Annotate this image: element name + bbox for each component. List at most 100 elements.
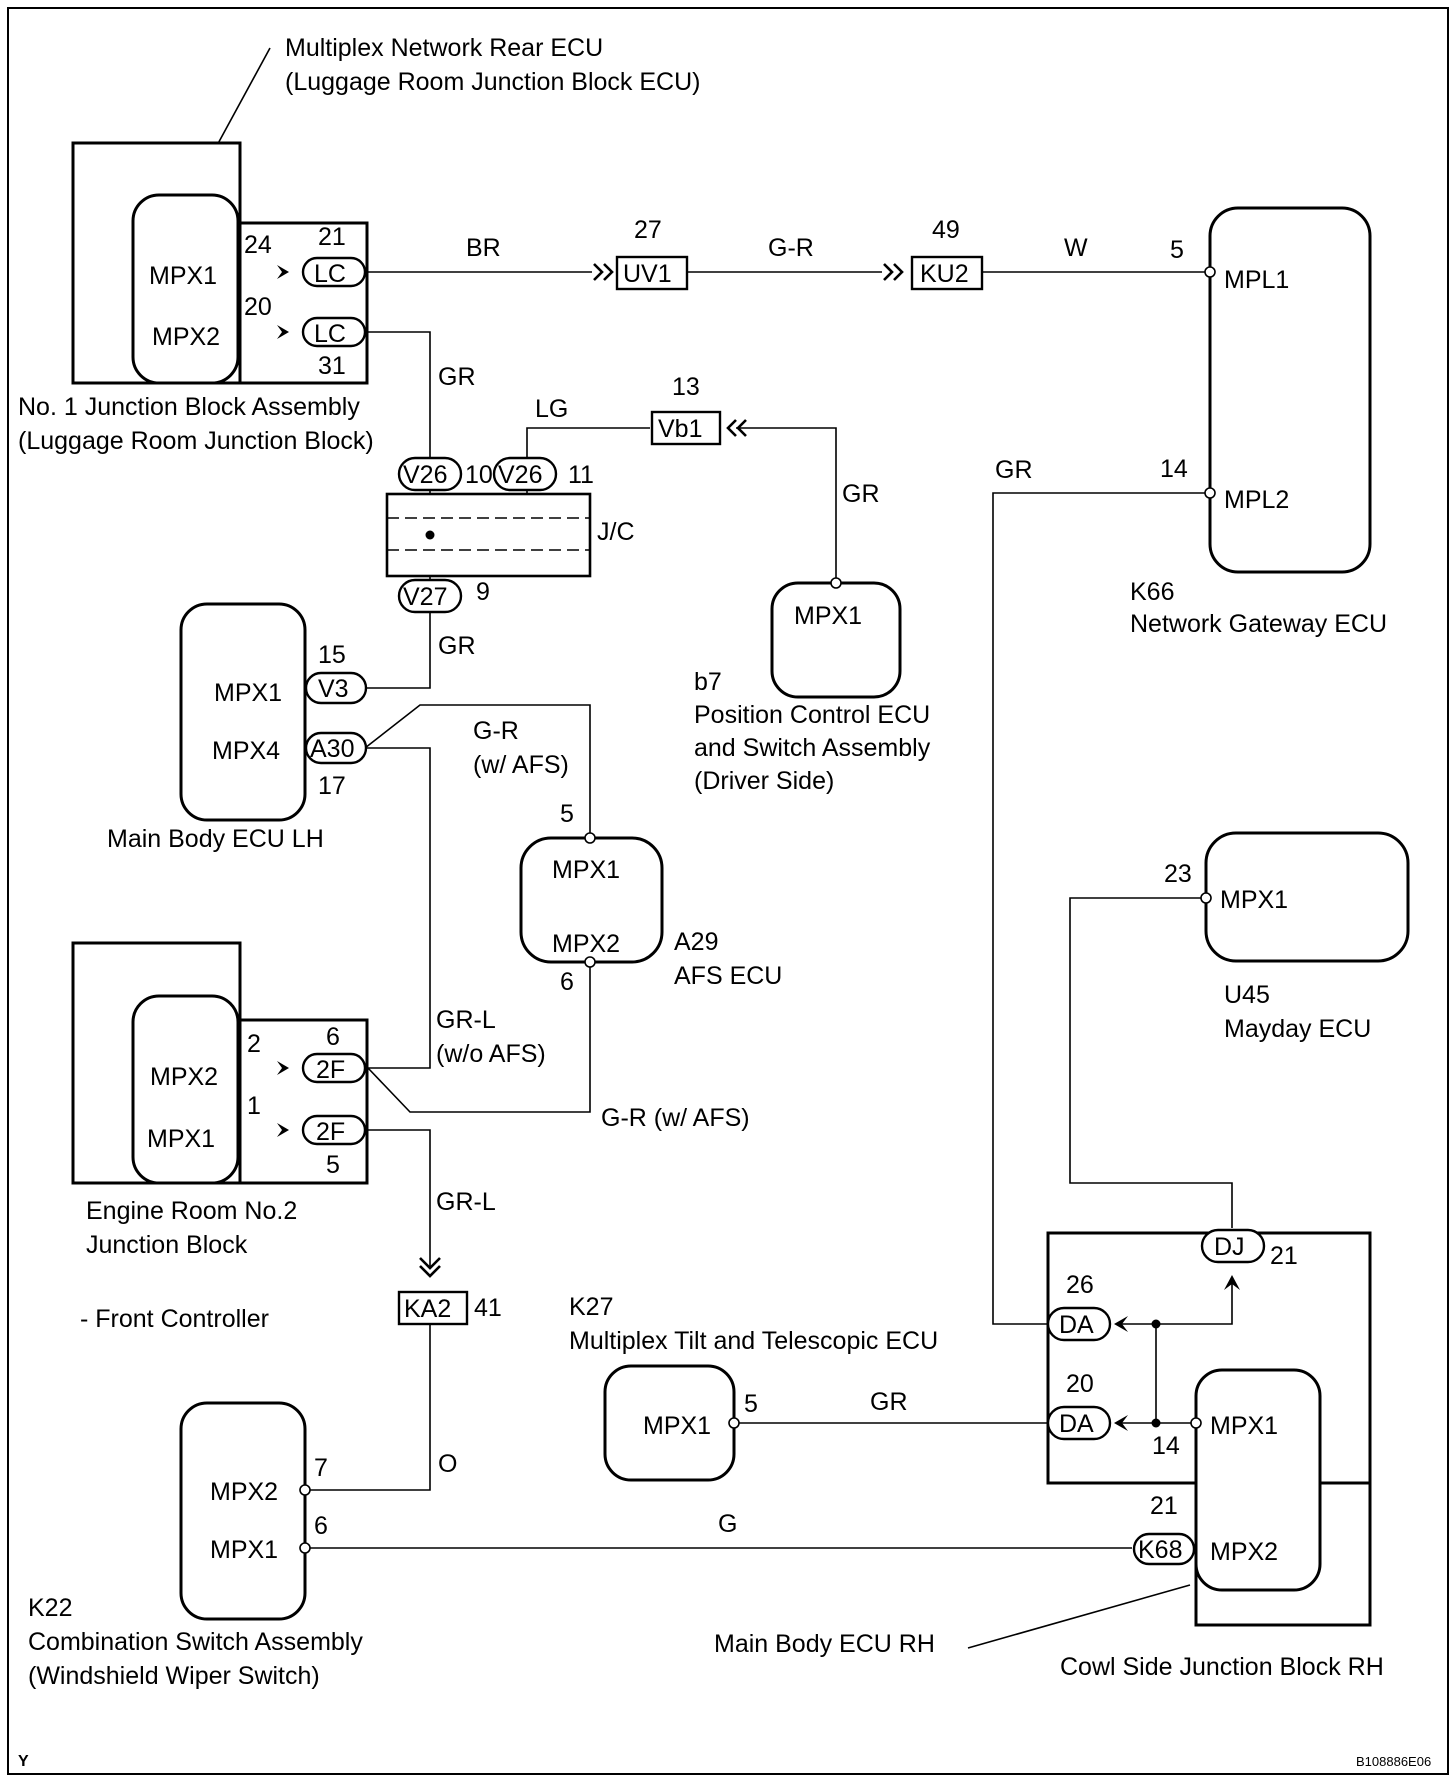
wire-color-g-r: G-R [768, 234, 814, 262]
wire-note-w-afs: (w/ AFS) [473, 751, 569, 779]
afs-ecu: MPX1 MPX2 5 6 A29 AFS ECU [519, 800, 782, 996]
v26-connector-10 [397, 456, 463, 492]
jc-label: J/C [597, 518, 635, 546]
wire-color-gr-3: GR [842, 480, 880, 508]
mayday-mpx1-label: MPX1 [1220, 886, 1288, 914]
combo-id: K22 [28, 1594, 72, 1622]
v26-label: V26 [403, 461, 447, 489]
gateway-pin-14: 14 [1160, 455, 1188, 483]
lh-mpx4-label: MPX4 [212, 737, 280, 765]
front-controller-label: - Front Controller [80, 1305, 269, 1333]
rear-ecu-body [131, 193, 240, 385]
rh-mpx1-label: MPX1 [1210, 1412, 1278, 1440]
jc-pin-9: 9 [476, 578, 490, 606]
2f-pin-6: 6 [326, 1023, 340, 1051]
main-body-ecu-lh: MPX1 MPX4 V3 A30 15 17 Main Body ECU LH [107, 602, 368, 853]
v27-label: V27 [403, 583, 447, 611]
position-control-ecu: MPX1 b7 Position Control ECU and Switch … [694, 577, 931, 795]
v26-connector-11 [492, 456, 558, 492]
rear-ecu-title: Multiplex Network Rear ECU [285, 34, 603, 62]
rear-pin-24: 24 [244, 231, 272, 259]
2f-connector-5 [301, 1114, 367, 1146]
wire-color-gr-1: GR [438, 363, 476, 391]
connector-arrow-icon [1224, 1275, 1240, 1290]
afs-name: AFS ECU [674, 962, 782, 990]
tilt-mpx1-label: MPX1 [643, 1412, 711, 1440]
rear-mpx2-label: MPX2 [152, 323, 220, 351]
gateway-pin-5: 5 [1170, 236, 1184, 264]
main-rh-name: Main Body ECU RH [714, 1630, 935, 1658]
footer-code: B108886E06 [1356, 1754, 1431, 1769]
mpl1-label: MPL1 [1224, 266, 1289, 294]
wire-note-g-r-w-afs: G-R (w/ AFS) [601, 1104, 750, 1132]
jb1-title: No. 1 Junction Block Assembly [18, 393, 360, 421]
eng-pin-2: 2 [247, 1030, 261, 1058]
vb1-splice: Vb1 13 [650, 373, 747, 446]
gateway-name: Network Gateway ECU [1130, 610, 1387, 638]
k68-connector [1132, 1532, 1196, 1566]
k68-label: K68 [1138, 1536, 1182, 1564]
combo-pin-7: 7 [314, 1454, 328, 1482]
position-mpx1-label: MPX1 [794, 602, 862, 630]
combination-switch: MPX2 MPX1 7 6 K22 Combination Switch Ass… [28, 1401, 363, 1690]
wire-color-o: O [438, 1450, 457, 1478]
wire-color-gr-gateway: GR [995, 456, 1033, 484]
lc-label: LC [314, 320, 346, 348]
mayday-name: Mayday ECU [1224, 1015, 1371, 1043]
lc-connector-31 [301, 316, 367, 348]
connector-arrow-icon [277, 1123, 289, 1137]
combo-mpx1-pin [299, 1542, 311, 1554]
wire-color-g: G [718, 1510, 737, 1538]
dj-connector [1200, 1228, 1266, 1264]
afs-mpx1-pin [584, 832, 596, 844]
connector-arrow-icon [277, 265, 289, 279]
v3-connector [304, 671, 368, 705]
connector-arrow-icon [1114, 1415, 1128, 1431]
afs-mpx1-label: MPX1 [552, 856, 620, 884]
tilt-pin-5: 5 [744, 1390, 758, 1418]
dj-pin-21: 21 [1270, 1242, 1298, 1270]
ku2-label: KU2 [920, 260, 969, 288]
combo-pin-6: 6 [314, 1512, 328, 1540]
eng-pin-1: 1 [247, 1092, 261, 1120]
dj-label: DJ [1214, 1233, 1245, 1261]
afs-pin-5: 5 [560, 800, 574, 828]
cowl-pin-21b: 21 [1150, 1492, 1178, 1520]
tilt-name: Multiplex Tilt and Telescopic ECU [569, 1327, 938, 1355]
position-ecu-id: b7 [694, 668, 722, 696]
tilt-id: K27 [569, 1293, 613, 1321]
mpl2-label: MPL2 [1224, 486, 1289, 514]
jc-pin-10: 10 [465, 461, 493, 489]
da-pin-26: 26 [1066, 1271, 1094, 1299]
combo-name2: (Windshield Wiper Switch) [28, 1662, 320, 1690]
lc-connector-21 [301, 256, 367, 288]
engine-jb-name: Engine Room No.2 [86, 1197, 297, 1225]
no1-junction-block: MPX1 MPX2 24 20 LC LC 21 31 Multiplex Ne… [18, 34, 700, 455]
junction-connector: V26 V26 10 11 V27 9 J/C [385, 456, 635, 614]
a30-connector [304, 731, 368, 765]
engine-jb-name2: Junction Block [86, 1231, 248, 1259]
lh-pin-15: 15 [318, 641, 346, 669]
ku2-splice: KU2 49 [883, 216, 984, 291]
mpl2-pin [1204, 487, 1216, 499]
engine-room-junction-block: MPX2 MPX1 2 1 2F 2F 6 5 Engine Room No.2… [71, 941, 369, 1259]
eng-mpx2-label: MPX2 [150, 1063, 218, 1091]
afs-mpx2-pin [584, 956, 596, 968]
wire-color-w: W [1064, 234, 1088, 262]
2f-pin-5: 5 [326, 1151, 340, 1179]
v26-label: V26 [498, 461, 542, 489]
eng-mpx1-label: MPX1 [147, 1125, 215, 1153]
vb1-label: Vb1 [658, 415, 702, 443]
wire-color-br: BR [466, 234, 501, 262]
da-connector-20 [1046, 1405, 1112, 1441]
combo-mpx2-pin [299, 1484, 311, 1496]
wire-color-lg: LG [535, 395, 568, 423]
ka2-pin: 41 [474, 1294, 502, 1322]
mpl1-pin [1204, 266, 1216, 278]
da-label: DA [1059, 1311, 1094, 1339]
da-pin-20: 20 [1066, 1370, 1094, 1398]
position-ecu-name: Position Control ECU [694, 701, 930, 729]
rear-pin-20: 20 [244, 293, 272, 321]
afs-pin-6: 6 [560, 968, 574, 996]
